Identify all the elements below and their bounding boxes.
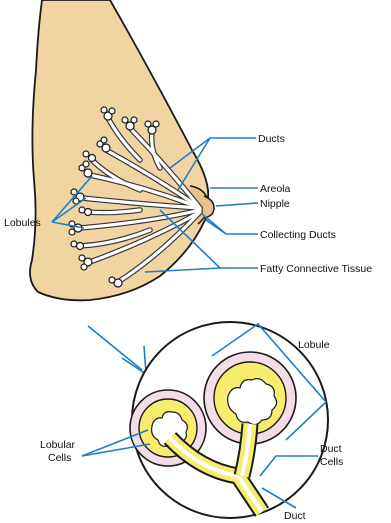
nipple-shape [204,196,214,218]
label-lobular-cells-line1: Lobular [40,439,76,451]
label-lobules: Lobules [4,217,41,229]
label-duct: Duct [284,510,306,522]
breast-silhouette [30,0,209,300]
label-collecting-ducts: Collecting Ducts [260,229,336,241]
label-fatty-connective-tissue: Fatty Connective Tissue [260,263,372,275]
label-duct-cells-line2: Cells [320,456,343,468]
label-lobular-cells-line2: Cells [48,452,71,464]
zoom-arrow [88,326,146,374]
label-areola: Areola [260,183,291,195]
label-duct-cells-line1: Duct [320,443,342,455]
label-lobule: Lobule [298,339,330,351]
label-ducts: Ducts [258,133,285,145]
label-nipple: Nipple [260,198,290,210]
